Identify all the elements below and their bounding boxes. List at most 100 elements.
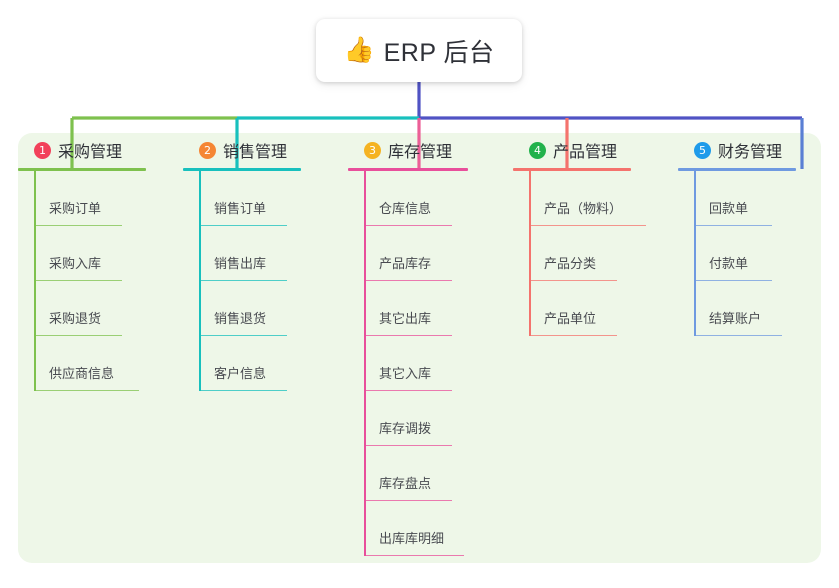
- branch-spine: [199, 171, 201, 391]
- branch-header-1[interactable]: 1 采购管理: [18, 133, 178, 167]
- leaf-item[interactable]: 出库库明细: [364, 501, 513, 556]
- root-node-card[interactable]: 👍 ERP 后台: [316, 19, 522, 82]
- branch-items: 产品（物料） 产品分类产品单位: [513, 171, 678, 336]
- branch-header-3[interactable]: 3 库存管理: [348, 133, 513, 167]
- branch-spine: [529, 171, 531, 336]
- branch-column-3: 3 库存管理仓库信息产品库存其它出库其它入库库存调拨库存盘点出库库明细: [348, 133, 513, 556]
- branch-title: 库存管理: [388, 144, 453, 161]
- leaf-item-label: 产品分类: [544, 256, 597, 271]
- leaf-item-rule: [529, 279, 617, 281]
- leaf-item-rule: [199, 389, 287, 391]
- leaf-item-label: 采购退货: [49, 311, 102, 326]
- leaf-item-rule: [364, 224, 452, 226]
- branch-title: 销售管理: [223, 144, 288, 161]
- leaf-item[interactable]: 采购退货: [34, 281, 178, 336]
- leaf-item-rule: [199, 279, 287, 281]
- branch-title: 产品管理: [553, 144, 618, 161]
- leaf-item[interactable]: 产品分类: [529, 226, 678, 281]
- leaf-item-label: 采购入库: [49, 256, 102, 271]
- branch-spine: [694, 171, 696, 336]
- leaf-item-label: 出库库明细: [379, 531, 445, 546]
- branch-header-rule: [513, 168, 631, 171]
- leaf-item-label: 付款单: [709, 256, 749, 271]
- leaf-item[interactable]: 销售出库: [199, 226, 343, 281]
- branch-header-rule: [18, 168, 146, 171]
- branch-column-4: 4 产品管理产品（物料） 产品分类产品单位: [513, 133, 678, 336]
- branch-items: 仓库信息产品库存其它出库其它入库库存调拨库存盘点出库库明细: [348, 171, 513, 556]
- leaf-item[interactable]: 回款单: [694, 171, 821, 226]
- leaf-item-label: 回款单: [709, 201, 749, 216]
- leaf-item-label: 客户信息: [214, 366, 267, 381]
- leaf-item[interactable]: 产品单位: [529, 281, 678, 336]
- branch-column-2: 2 销售管理销售订单销售出库销售退货客户信息: [183, 133, 343, 391]
- leaf-item[interactable]: 采购入库: [34, 226, 178, 281]
- leaf-item-rule: [529, 334, 617, 336]
- branch-header-rule: [348, 168, 468, 171]
- branch-columns: 1 采购管理采购订单采购入库采购退货供应商信息 2 销售管理销售订单销售出库销售退货客…: [18, 133, 821, 563]
- branch-header-2[interactable]: 2 销售管理: [183, 133, 343, 167]
- root-node-title: ERP 后台: [383, 38, 495, 67]
- leaf-item[interactable]: 销售退货: [199, 281, 343, 336]
- branch-spine: [364, 171, 366, 556]
- branch-number-badge: 5: [694, 141, 711, 159]
- branch-number-badge: 4: [529, 141, 546, 159]
- leaf-item[interactable]: 库存调拨: [364, 391, 513, 446]
- leaf-item[interactable]: 其它出库: [364, 281, 513, 336]
- leaf-item[interactable]: 付款单: [694, 226, 821, 281]
- leaf-item-label: 供应商信息: [49, 366, 115, 381]
- leaf-item-rule: [34, 224, 122, 226]
- leaf-item-label: 库存盘点: [379, 476, 432, 491]
- leaf-item-label: 其它出库: [379, 311, 432, 326]
- leaf-item-label: 其它入库: [379, 366, 432, 381]
- leaf-item-label: 库存调拨: [379, 421, 432, 436]
- leaf-item-rule: [199, 334, 287, 336]
- leaf-item[interactable]: 客户信息: [199, 336, 343, 391]
- branch-number-badge: 2: [199, 141, 216, 159]
- leaf-item-label: 销售退货: [214, 311, 267, 326]
- leaf-item[interactable]: 仓库信息: [364, 171, 513, 226]
- leaf-item-rule: [364, 444, 452, 446]
- branches-panel: [18, 133, 821, 563]
- leaf-item-label: 仓库信息: [379, 201, 432, 216]
- leaf-item-label: 产品库存: [379, 256, 432, 271]
- branch-header-4[interactable]: 4 产品管理: [513, 133, 678, 167]
- branch-spine: [34, 171, 36, 391]
- leaf-item[interactable]: 销售订单: [199, 171, 343, 226]
- leaf-item[interactable]: 其它入库: [364, 336, 513, 391]
- branch-number-badge: 1: [34, 141, 51, 159]
- leaf-item-label: 采购订单: [49, 201, 102, 216]
- leaf-item-rule: [364, 334, 452, 336]
- leaf-item-label: 结算账户: [709, 311, 762, 326]
- leaf-item-rule: [364, 499, 452, 501]
- branch-items: 销售订单销售出库销售退货客户信息: [183, 171, 343, 391]
- leaf-item[interactable]: 采购订单: [34, 171, 178, 226]
- leaf-item-rule: [34, 279, 122, 281]
- branch-header-rule: [183, 168, 301, 171]
- leaf-item-rule: [364, 279, 452, 281]
- branch-items: 采购订单采购入库采购退货供应商信息: [18, 171, 178, 391]
- branch-title: 采购管理: [58, 144, 123, 161]
- leaf-item[interactable]: 库存盘点: [364, 446, 513, 501]
- leaf-item-label: 产品单位: [544, 311, 597, 326]
- branch-header-rule: [678, 168, 796, 171]
- leaf-item-rule: [694, 334, 782, 336]
- leaf-item[interactable]: 产品（物料）: [529, 171, 678, 226]
- branch-items: 回款单付款单结算账户: [678, 171, 821, 336]
- leaf-item[interactable]: 产品库存: [364, 226, 513, 281]
- leaf-item-rule: [694, 279, 772, 281]
- branch-column-1: 1 采购管理采购订单采购入库采购退货供应商信息: [18, 133, 178, 391]
- branch-number-badge: 3: [364, 141, 381, 159]
- leaf-item-rule: [34, 334, 122, 336]
- thumbs-up-icon: 👍: [343, 36, 375, 64]
- leaf-item-rule: [199, 224, 287, 226]
- leaf-item[interactable]: 供应商信息: [34, 336, 178, 391]
- leaf-item-label: 销售订单: [214, 201, 267, 216]
- leaf-item-rule: [34, 389, 139, 391]
- leaf-item-rule: [364, 389, 452, 391]
- leaf-item-rule: [364, 554, 464, 556]
- leaf-item[interactable]: 结算账户: [694, 281, 821, 336]
- leaf-item-label: 销售出库: [214, 256, 267, 271]
